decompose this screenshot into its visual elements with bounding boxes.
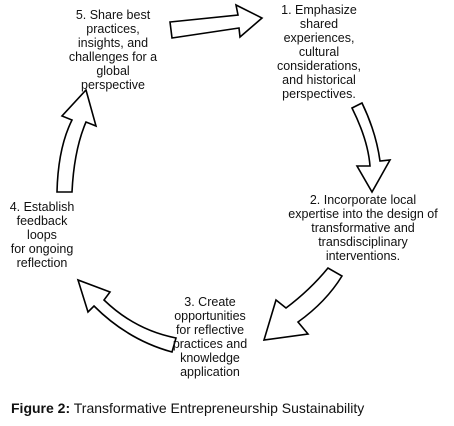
cycle-arrow-2-to-3: [262, 266, 344, 341]
cycle-arrow-3-to-4: [76, 278, 178, 353]
step-1-label: 1. Emphasize shared experiences, cultura…: [276, 3, 362, 101]
figure-caption-text: Transformative Entrepreneurship Sustaina…: [70, 400, 365, 416]
cycle-arrow-1-to-2: [350, 101, 392, 194]
step-5-label: 5. Share best practices, insights, and c…: [68, 8, 158, 92]
cycle-arrow-5-to-1: [169, 3, 264, 39]
figure-caption-label: Figure 2:: [11, 400, 71, 416]
cycle-diagram: [56, 3, 392, 353]
step-4-label: 4. Establish feedback loops for ongoing …: [9, 200, 75, 270]
figure-caption: Figure 2: Transformative Entrepreneurshi…: [11, 400, 451, 416]
cycle-arrow-4-to-5: [56, 88, 98, 193]
step-2-label: 2. Incorporate local expertise into the …: [288, 193, 438, 263]
step-3-label: 3. Create opportunities for reflective p…: [172, 295, 248, 379]
